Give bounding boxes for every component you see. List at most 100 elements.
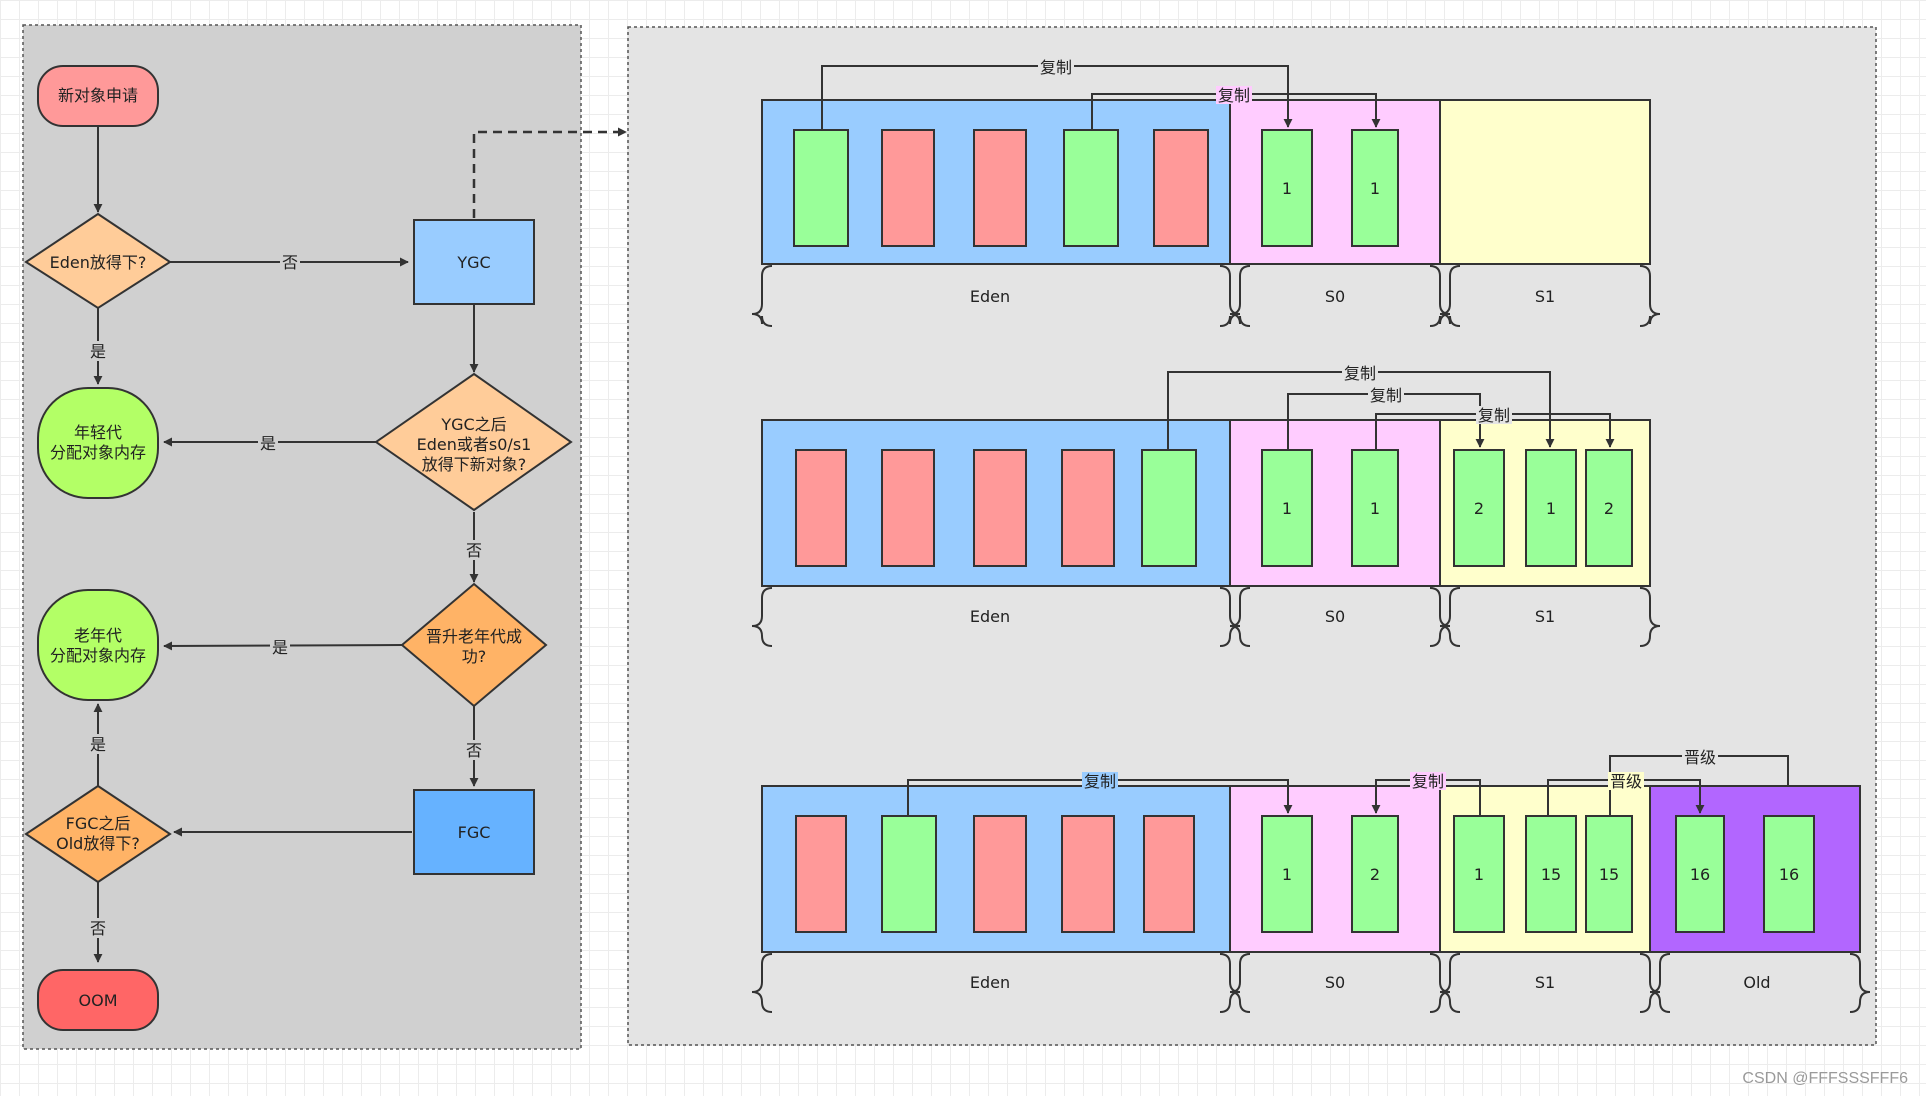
label-no-promote: 否	[466, 741, 482, 760]
live-object	[1261, 815, 1313, 933]
copy-label: 复制	[1344, 364, 1376, 383]
live-object	[1675, 815, 1725, 933]
label-no-eden: 否	[282, 253, 298, 272]
live-object	[1141, 449, 1197, 567]
dead-object	[881, 449, 935, 567]
fgc-node	[413, 789, 535, 875]
copy-label: 复制	[1084, 772, 1116, 791]
eden-label: Eden	[970, 287, 1010, 306]
eden-check-node	[24, 212, 172, 310]
label-yes-promote: 是	[272, 638, 288, 657]
copy-label: 复制	[1040, 58, 1072, 77]
live-object	[1453, 449, 1505, 567]
promote-label-1: 晋升老年代成	[426, 627, 522, 646]
eden-label: Eden	[970, 607, 1010, 626]
memory-row-3: 1 2 1 15 15 16 16 复制 复制 晋级 晋级	[751, 748, 1871, 1013]
fgc-after-label-1: FGC之后	[66, 814, 131, 833]
dead-object	[1061, 815, 1115, 933]
s1-region	[1439, 99, 1651, 265]
s0-label: S0	[1325, 607, 1345, 626]
dead-object	[795, 815, 847, 933]
dead-object	[795, 449, 847, 567]
region-braces	[751, 265, 1661, 327]
young-alloc-node	[37, 387, 159, 499]
eden-label: Eden	[970, 973, 1010, 992]
object-age: 2	[1604, 499, 1614, 518]
live-object	[1763, 815, 1815, 933]
fgc-after-label-2: Old放得下?	[56, 834, 140, 853]
copy-label: 复制	[1370, 386, 1402, 405]
object-age: 2	[1370, 865, 1380, 884]
label-no-ygc-after: 否	[466, 541, 482, 560]
region-braces	[751, 587, 1661, 647]
s1-label: S1	[1535, 607, 1555, 626]
dead-object	[1153, 129, 1209, 247]
s1-label: S1	[1535, 287, 1555, 306]
watermark: CSDN @FFFSSSFFF6	[1742, 1070, 1908, 1087]
old-label: Old	[1743, 973, 1770, 992]
ygc-after-label-2: Eden或者s0/s1	[417, 435, 532, 454]
object-age: 16	[1779, 865, 1799, 884]
young-alloc-label-1: 年轻代	[74, 423, 122, 442]
young-alloc-label-2: 分配对象内存	[50, 443, 146, 462]
live-object	[881, 815, 937, 933]
dead-object	[1061, 449, 1115, 567]
label-no-fgc: 否	[90, 919, 106, 938]
live-object	[1261, 129, 1313, 247]
live-object	[1063, 129, 1119, 247]
start-node-label: 新对象申请	[58, 86, 138, 105]
ygc-label: YGC	[456, 253, 490, 272]
live-object	[1351, 129, 1399, 247]
old-alloc-label-1: 老年代	[74, 626, 122, 645]
memory-row-2: 1 1 2 1 2 复制 复制 复制 Eden S0 S1	[751, 364, 1661, 647]
oom-node	[37, 969, 159, 1031]
promote-node	[400, 582, 548, 708]
dead-object	[973, 449, 1027, 567]
copy-label: 复制	[1412, 772, 1444, 791]
label-yes-eden: 是	[90, 342, 106, 361]
object-age: 16	[1690, 865, 1710, 884]
ygc-after-label-3: 放得下新对象?	[422, 455, 527, 474]
dead-object	[1143, 815, 1195, 933]
live-object	[793, 129, 849, 247]
flowchart-node-texts: 新对象申请 Eden放得下? YGC 年轻代 分配对象内存 YGC之后 Eden…	[50, 86, 532, 1010]
live-object	[1261, 449, 1313, 567]
live-object	[1525, 449, 1577, 567]
promote-label-2: 功?	[462, 647, 487, 666]
live-object	[1585, 449, 1633, 567]
connector-labels: 否 是 是 否 是 否 是 否	[88, 252, 484, 938]
s0-label: S0	[1325, 287, 1345, 306]
fgc-label: FGC	[458, 823, 491, 842]
region-braces	[751, 953, 1871, 1013]
dead-object	[973, 129, 1027, 247]
promote-label: 晋级	[1610, 772, 1642, 791]
object-age: 1	[1370, 179, 1380, 198]
memory-row-1: 1 1 复制 复制 Eden S0 S1	[751, 58, 1661, 327]
object-age: 2	[1474, 499, 1484, 518]
copy-label: 复制	[1478, 406, 1510, 425]
flowchart-panel	[22, 24, 582, 1050]
flowchart-nodes	[24, 65, 573, 1031]
fgc-after-node	[24, 784, 172, 884]
object-age: 1	[1282, 499, 1292, 518]
old-alloc-label-2: 分配对象内存	[50, 646, 146, 665]
start-node	[37, 65, 159, 127]
object-age: 15	[1541, 865, 1561, 884]
ygc-after-node	[374, 372, 573, 512]
copy-label: 复制	[1218, 86, 1250, 105]
live-object	[1351, 815, 1399, 933]
object-age: 1	[1282, 865, 1292, 884]
dead-object	[973, 815, 1027, 933]
object-age: 1	[1282, 179, 1292, 198]
object-age: 15	[1599, 865, 1619, 884]
dashed-link-to-memory	[472, 127, 627, 218]
oom-label: OOM	[79, 991, 118, 1010]
object-age: 1	[1546, 499, 1556, 518]
s1-label: S1	[1535, 973, 1555, 992]
object-age: 1	[1474, 865, 1484, 884]
promote-label: 晋级	[1684, 748, 1716, 767]
ygc-after-label-1: YGC之后	[440, 415, 506, 434]
s0-label: S0	[1325, 973, 1345, 992]
object-age: 1	[1370, 499, 1380, 518]
